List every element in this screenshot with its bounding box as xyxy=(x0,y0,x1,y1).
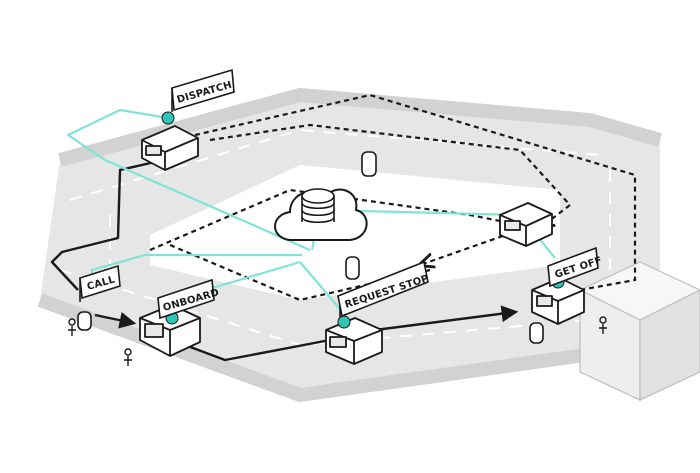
person-icon xyxy=(68,316,607,366)
bollard-icon xyxy=(77,151,544,344)
building-icon xyxy=(578,261,700,401)
dispatch-flag: DISPATCH xyxy=(171,68,235,112)
shuttle-moving xyxy=(499,202,553,247)
dashed-route-lines xyxy=(149,93,637,302)
shuttle-vehicle-icon xyxy=(139,111,585,365)
cloud-server-icon xyxy=(274,188,368,241)
shuttle-request-stop xyxy=(325,315,383,365)
call-flag: CALL xyxy=(79,264,121,302)
shuttle-dispatch xyxy=(141,111,199,171)
